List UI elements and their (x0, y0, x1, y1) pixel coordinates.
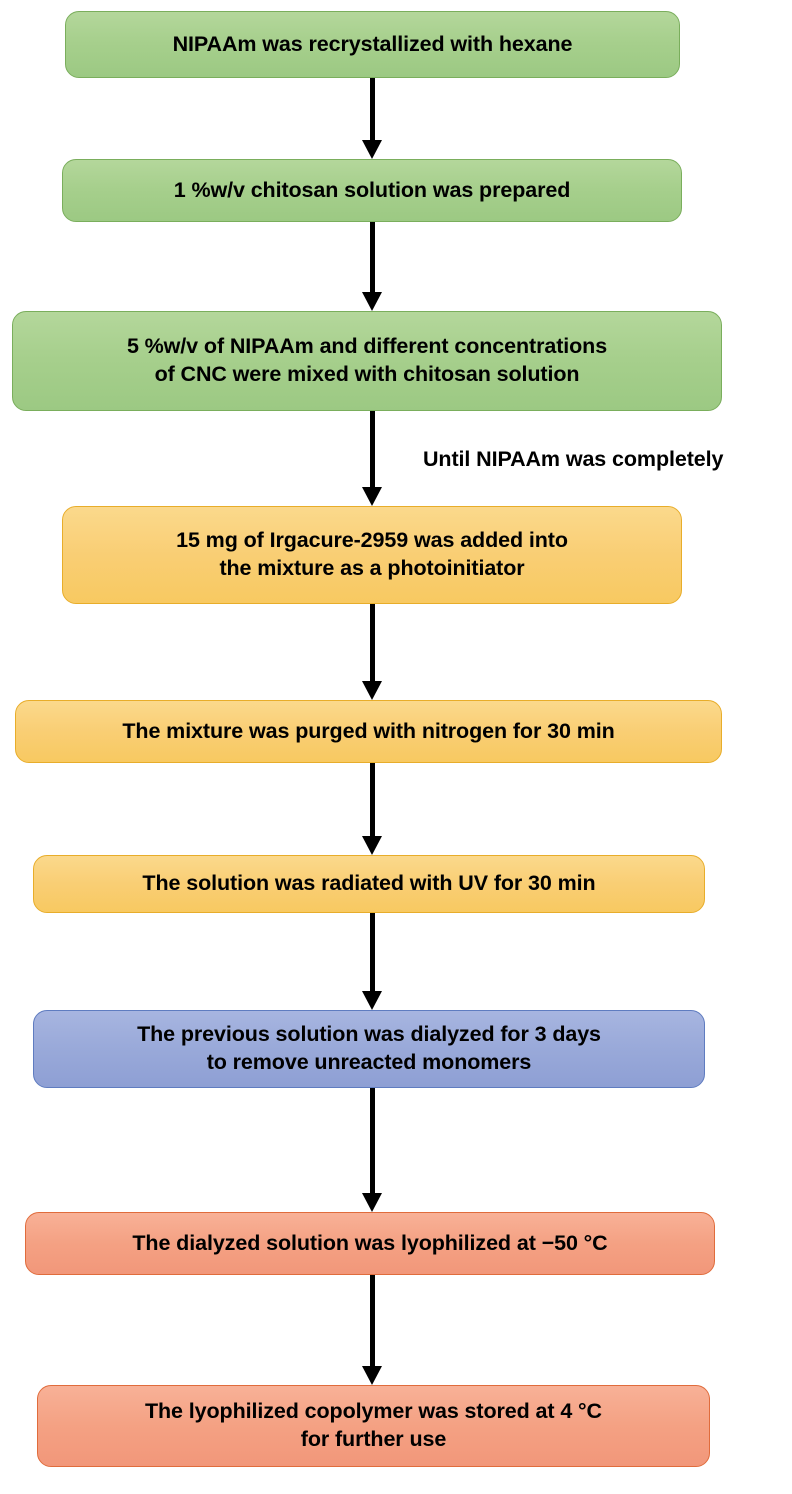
flow-node-step-5[interactable]: The mixture was purged with nitrogen for… (15, 700, 722, 763)
arrow-head (362, 991, 382, 1010)
flow-node-step-1-label: NIPAAm was recrystallized with hexane (172, 31, 573, 56)
flow-node-step-9[interactable]: The lyophilized copolymer was stored at … (37, 1385, 710, 1467)
flow-node-step-2-label: 1 %w/v chitosan solution was prepared (173, 177, 571, 202)
flow-node-step-3[interactable]: 5 %w/v of NIPAAm and different concentra… (12, 311, 722, 411)
arrow-head (362, 292, 382, 311)
arrow-step-7-to-step-8 (359, 1088, 385, 1212)
arrow-step-8-to-step-9 (359, 1275, 385, 1385)
flow-node-step-3-label: 5 %w/v of NIPAAm and different concentra… (126, 334, 608, 386)
arrow-shaft (370, 1088, 375, 1193)
flow-node-step-8[interactable]: The dialyzed solution was lyophilized at… (25, 1212, 715, 1275)
edge-label-until-nipaam: Until NIPAAm was completely (423, 447, 724, 471)
flow-node-step-4-label: 15 mg of Irgacure-2959 was added into th… (176, 528, 568, 580)
arrow-step-3-to-step-4 (359, 411, 385, 506)
arrow-shaft (370, 222, 375, 292)
arrow-shaft (370, 1275, 375, 1366)
flow-node-step-6[interactable]: The solution was radiated with UV for 30… (33, 855, 705, 913)
flow-node-step-2[interactable]: 1 %w/v chitosan solution was prepared (62, 159, 682, 222)
flow-node-step-9-label: The lyophilized copolymer was stored at … (144, 1399, 602, 1451)
arrow-head (362, 140, 382, 159)
arrow-shaft (370, 913, 375, 991)
flow-node-step-7-label: The previous solution was dialyzed for 3… (137, 1022, 601, 1074)
arrow-shaft (370, 604, 375, 681)
flow-node-step-4[interactable]: 15 mg of Irgacure-2959 was added into th… (62, 506, 682, 604)
flow-node-step-5-label: The mixture was purged with nitrogen for… (122, 718, 615, 743)
flow-node-step-6-label: The solution was radiated with UV for 30… (142, 871, 596, 896)
arrow-step-1-to-step-2 (359, 78, 385, 159)
flow-node-step-1[interactable]: NIPAAm was recrystallized with hexane (65, 11, 680, 78)
arrow-shaft (370, 78, 375, 140)
arrow-shaft (370, 763, 375, 836)
arrow-head (362, 487, 382, 506)
arrow-head (362, 681, 382, 700)
arrow-step-6-to-step-7 (359, 913, 385, 1010)
arrow-head (362, 836, 382, 855)
arrow-shaft (370, 411, 375, 487)
arrow-head (362, 1366, 382, 1385)
flow-node-step-7[interactable]: The previous solution was dialyzed for 3… (33, 1010, 705, 1088)
arrow-step-2-to-step-3 (359, 222, 385, 311)
arrow-step-4-to-step-5 (359, 604, 385, 700)
arrow-head (362, 1193, 382, 1212)
arrow-step-5-to-step-6 (359, 763, 385, 855)
flow-node-step-8-label: The dialyzed solution was lyophilized at… (132, 1230, 608, 1255)
